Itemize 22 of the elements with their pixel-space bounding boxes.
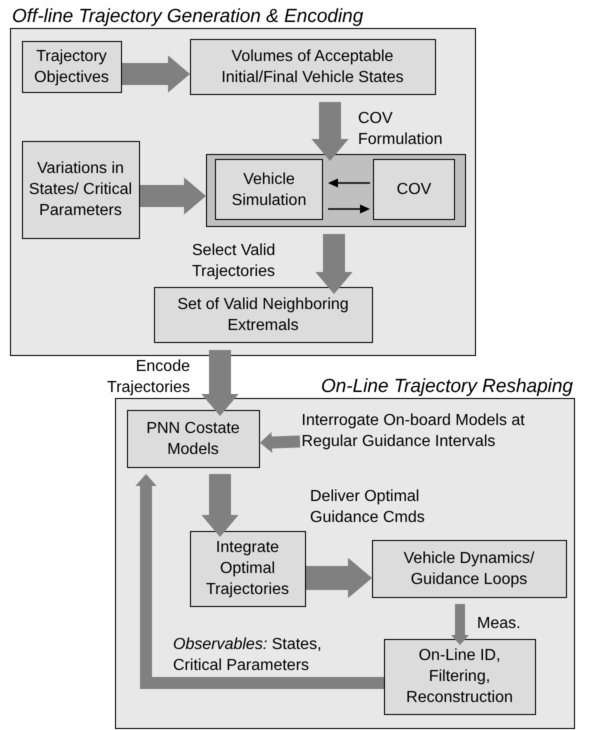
process-box: Vehicle Simulation — [215, 159, 323, 220]
edge-label: Deliver Optimal Guidance Cmds — [310, 487, 426, 528]
group-heading: Off-line Trajectory Generation & Encoding — [11, 5, 364, 28]
edge-label: Encode Trajectories — [106, 357, 190, 398]
annotation-text: Interrogate On-board Models at Regular Guidance Intervals — [300, 408, 572, 454]
process-box: Vehicle Dynamics/ Guidance Loops — [372, 540, 566, 598]
edge-label: Meas. — [477, 614, 522, 634]
loop-panel — [206, 154, 466, 226]
arrow — [327, 204, 371, 214]
edge-label: COV Formulation — [358, 109, 444, 150]
process-box: PNN Costate Models — [126, 410, 260, 468]
edge-label: Select Valid Trajectories — [192, 241, 276, 282]
arrow — [327, 178, 371, 188]
process-box: On-Line ID, Filtering, Reconstruction — [384, 638, 536, 714]
edge-label: Observables: States, Critical Parameters — [173, 635, 323, 676]
process-box: Volumes of Acceptable Initial/Final Vehicle States — [190, 38, 436, 94]
process-box: Trajectory Objectives — [22, 40, 122, 92]
process-box: Variations in States/ Critical Parameters — [22, 140, 140, 238]
group-heading: On-Line Trajectory Reshaping — [320, 375, 574, 398]
process-box: Integrate Optimal Trajectories — [190, 530, 306, 606]
process-box: COV — [373, 159, 455, 220]
process-box: Set of Valid Neighboring Extremals — [154, 286, 372, 342]
